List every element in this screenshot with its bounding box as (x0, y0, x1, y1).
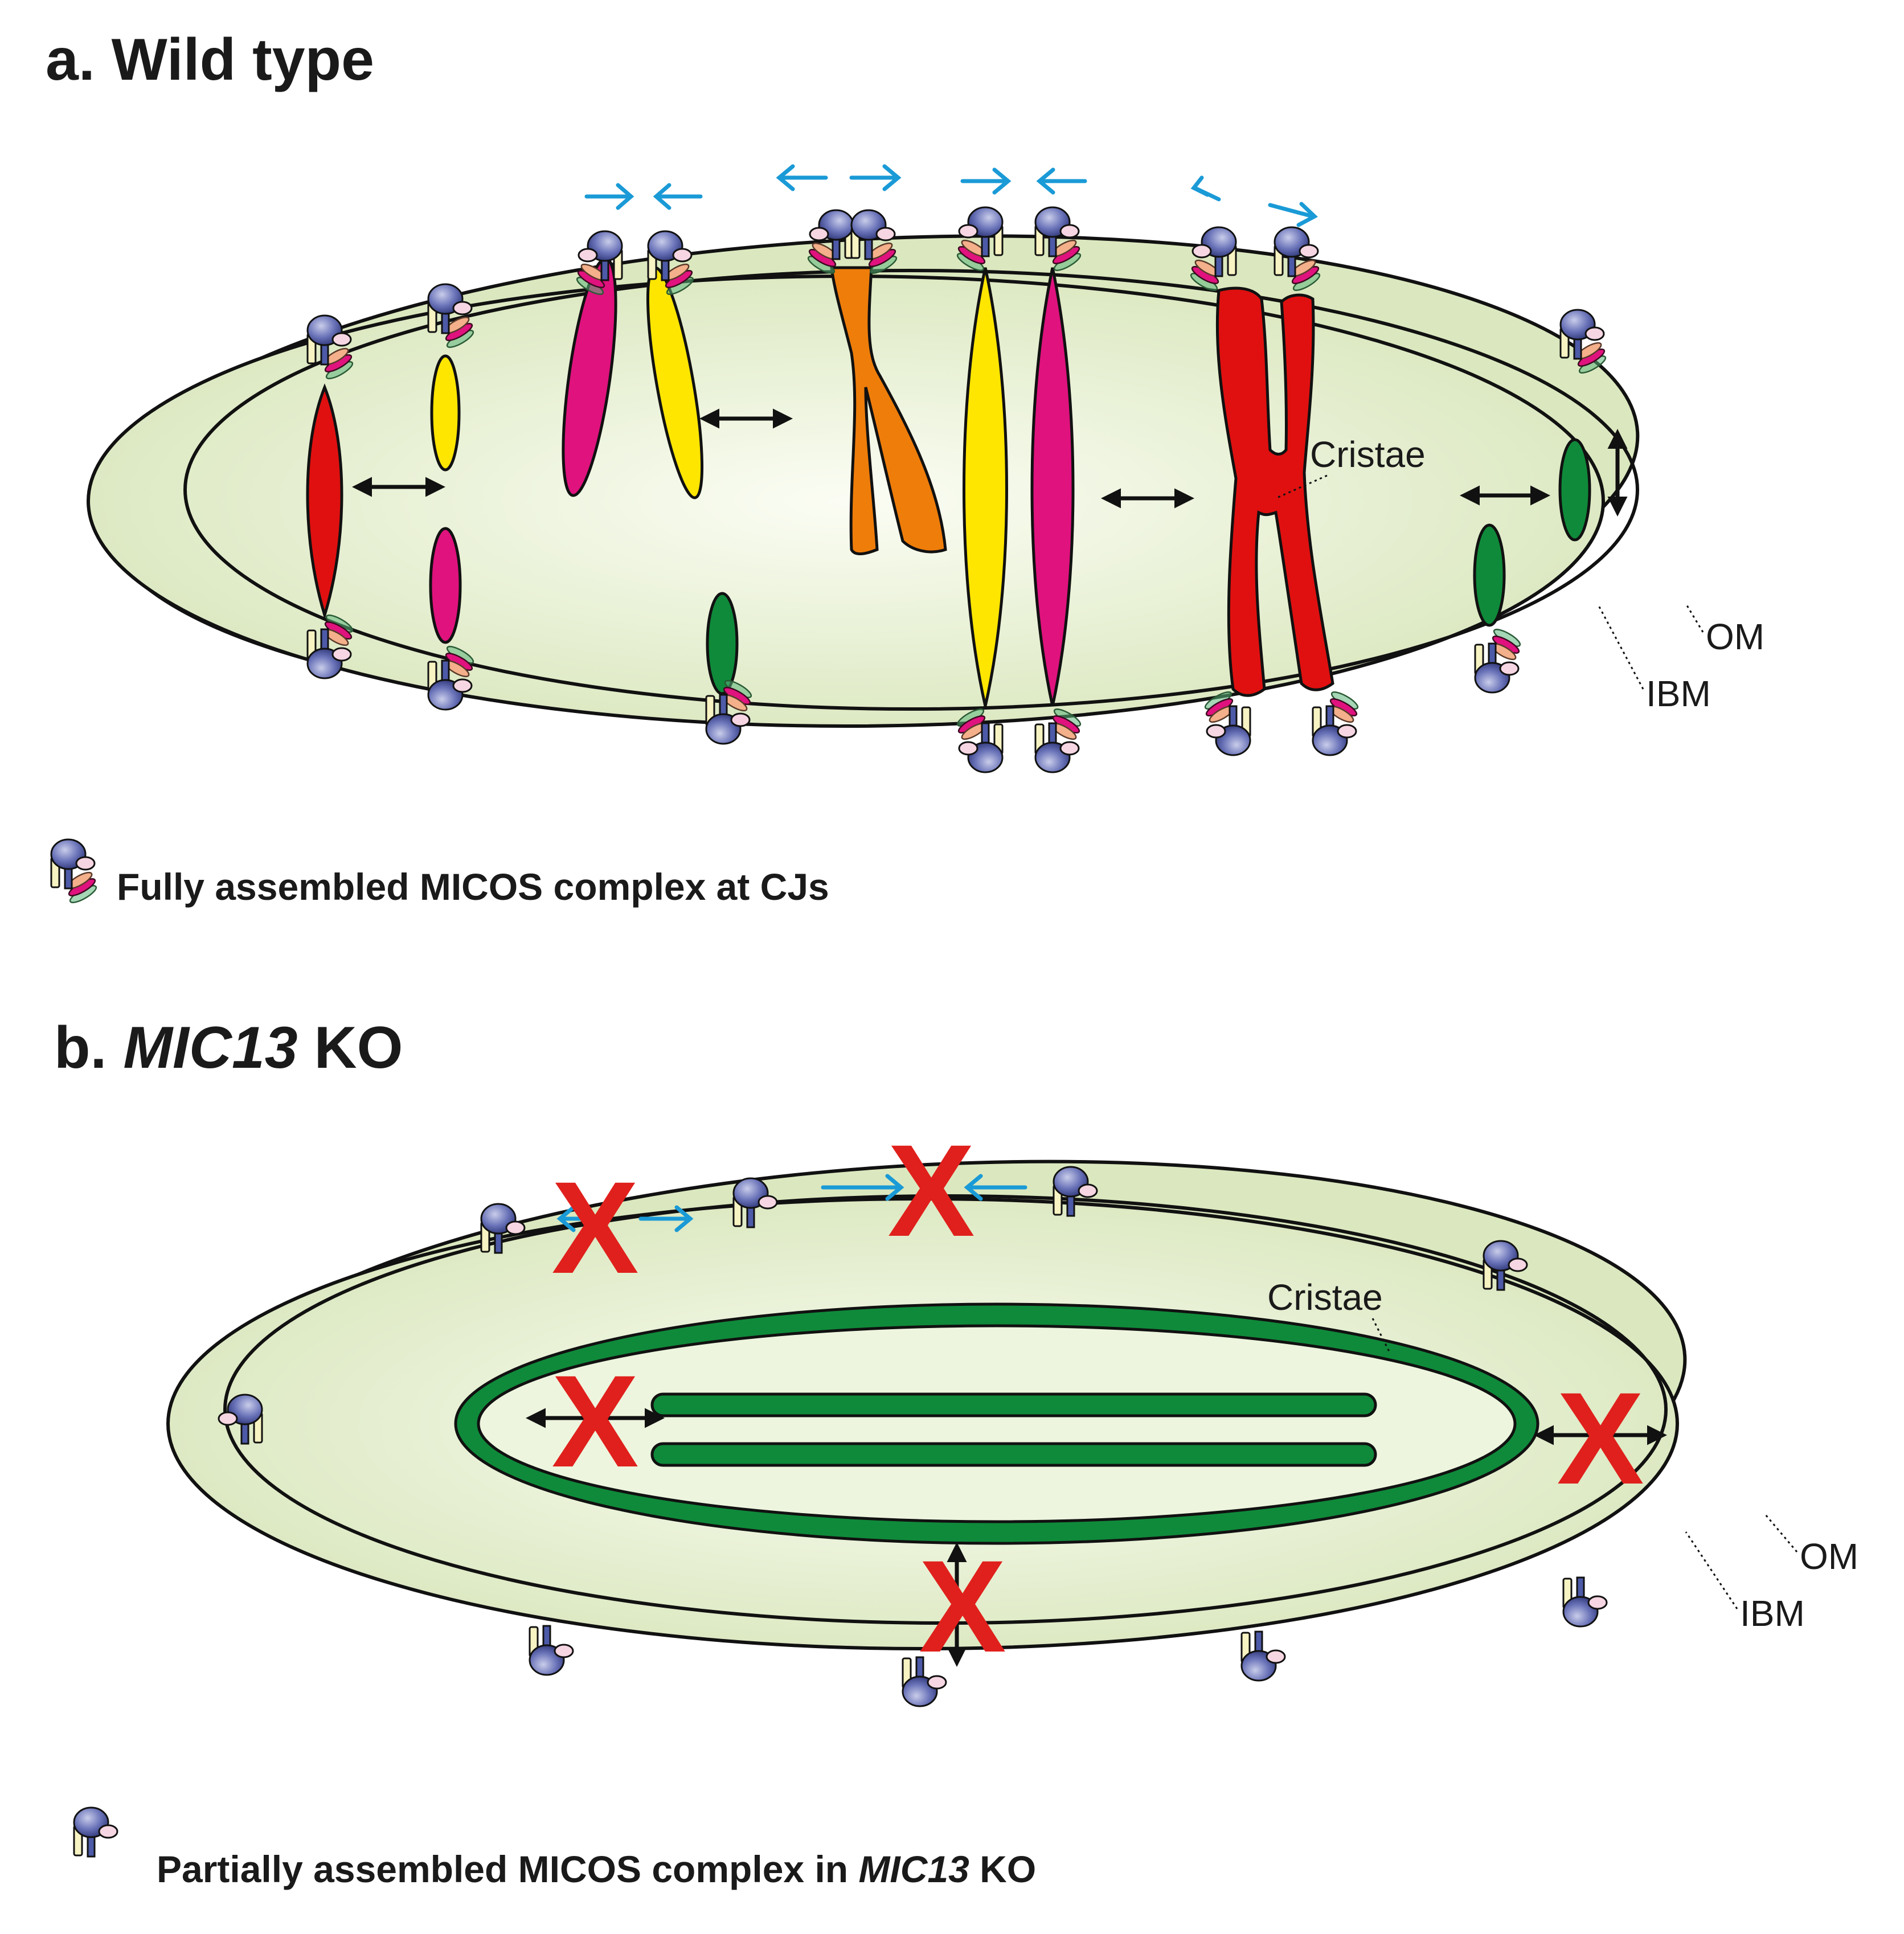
crista-orange (830, 266, 947, 555)
crista-red-1 (306, 383, 343, 620)
micos-complex (1312, 688, 1361, 756)
dynamics-arrows-black-a (352, 408, 1628, 517)
blocked-x-mark: X (551, 1348, 638, 1494)
blue-arrow-left (556, 1205, 606, 1232)
micos-complex (1474, 625, 1524, 694)
panel-b: b. MIC13 KO (54, 1015, 1858, 1890)
panel-a-title: a. Wild type (46, 27, 374, 93)
ibm-leader-a (1596, 603, 1644, 690)
ibm-label-b: IBM (1740, 1593, 1805, 1634)
panel-a: a. Wild type (46, 27, 1764, 908)
blue-arrow-left (776, 164, 828, 191)
cristae-leader-b (1371, 1318, 1391, 1353)
dynamics-arrows-blue-b (556, 1174, 1027, 1232)
ibm-leader-b (1685, 1531, 1738, 1609)
inner-boundary-membrane (183, 269, 1639, 711)
om-leader-b (1764, 1514, 1798, 1552)
blocked-x-mark: X (887, 1117, 974, 1264)
legend-a-text: Fully assembled MICOS complex at CJs (117, 866, 829, 908)
crista-green-1 (706, 592, 739, 695)
micos-partial-legend-icon (73, 1806, 118, 1858)
crista-lamella (650, 1392, 1377, 1417)
dynamics-arrows-blue-a (584, 164, 1318, 227)
blue-arrow-right (849, 164, 902, 191)
blocked-x-mark: X (551, 1154, 638, 1301)
cristae-leader-a (1275, 474, 1328, 499)
crista-green-3 (1558, 438, 1591, 542)
legend-b-text: Partially assembled MICOS complex in MIC… (157, 1848, 1036, 1890)
dynamics-arrows-black-b (526, 1408, 1667, 1667)
blue-arrow-left (653, 183, 703, 210)
blue-arrow-right (821, 1174, 904, 1201)
crista-yellow-1 (430, 354, 461, 472)
cristae-group-a (306, 257, 1591, 707)
crista-ring-inner (477, 1324, 1517, 1523)
micos-partial-complex (1240, 1630, 1286, 1682)
crista-lamella (650, 1442, 1377, 1467)
blue-arrow-right (584, 183, 634, 210)
blue-arrow-right (960, 167, 1012, 195)
ibm-label-a: IBM (1646, 673, 1711, 714)
crista-yellow-3 (963, 267, 1008, 707)
blocked-x-mark: X (919, 1533, 1006, 1679)
blue-arrow-left (964, 1174, 1027, 1201)
cristae-label-a: Cristae (1310, 434, 1426, 475)
om-label-b: OM (1800, 1536, 1858, 1577)
blue-arrow-left (1190, 175, 1221, 202)
micos-partial-complex (529, 1625, 574, 1676)
crista-green-2 (1473, 523, 1506, 627)
micos-partial-complex (1562, 1576, 1608, 1628)
panel-b-title: b. MIC13 KO (54, 1015, 403, 1081)
blue-arrow-right (638, 1205, 694, 1232)
blocked-marks: X X X X X (551, 1117, 1644, 1679)
om-label-a: OM (1706, 616, 1764, 657)
cristae-label-b: Cristae (1267, 1277, 1383, 1318)
cristae-group-b (454, 1302, 1539, 1545)
om-leader-a (1685, 603, 1704, 633)
crista-magenta-1 (429, 527, 462, 644)
crista-red-h (1215, 286, 1334, 697)
crista-magenta-3 (1030, 267, 1075, 707)
micos-full-legend-icon (50, 838, 100, 907)
blue-arrow-left (1036, 167, 1087, 195)
blocked-x-mark: X (1557, 1365, 1644, 1511)
blue-arrow-right (1268, 202, 1318, 227)
inner-boundary-membrane (223, 1194, 1668, 1625)
